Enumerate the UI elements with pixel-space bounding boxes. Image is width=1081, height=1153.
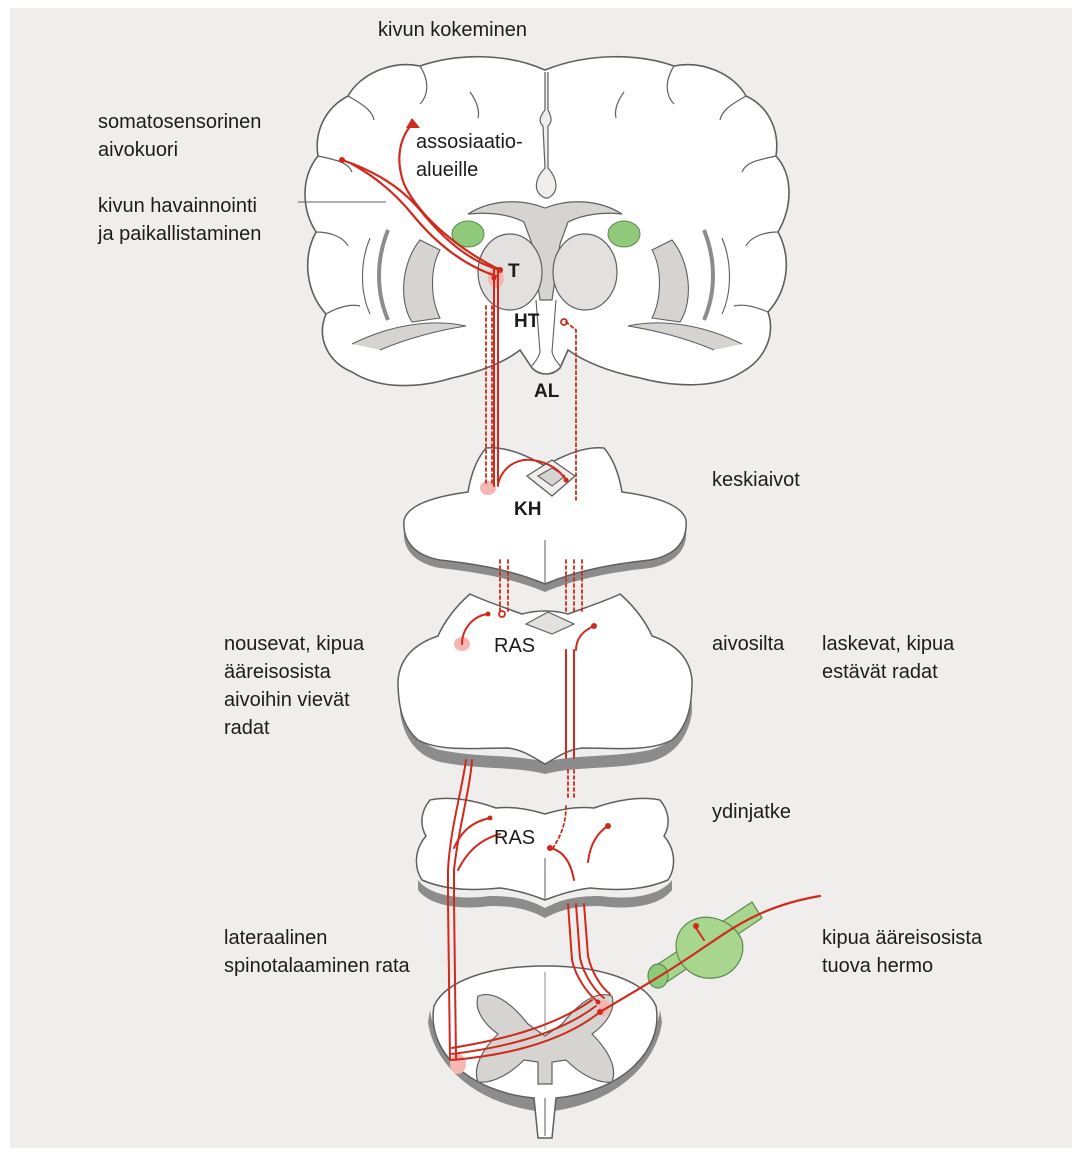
midbrain-section bbox=[404, 448, 686, 592]
label-descending-tracts: laskevat, kipua estävät radat bbox=[822, 630, 954, 686]
label-somatosensory-cortex: somatosensorinen aivokuori bbox=[98, 108, 261, 164]
peripheral-nerve bbox=[648, 902, 762, 988]
pons-section bbox=[398, 594, 692, 774]
label-al: AL bbox=[534, 378, 559, 406]
label-thalamus: T bbox=[508, 258, 520, 286]
label-midbrain: keskiaivot bbox=[712, 466, 800, 494]
label-pons: aivosilta bbox=[712, 630, 784, 658]
label-ras-pons: RAS bbox=[494, 632, 535, 660]
label-association-areas: assosiaatio- alueille bbox=[416, 128, 523, 184]
label-peripheral-nerve: kipua ääreisosista tuova hermo bbox=[822, 924, 982, 980]
thalamus-right bbox=[553, 234, 617, 310]
label-pain-perception: kivun havainnointi ja paikallistaminen bbox=[98, 192, 261, 248]
label-ras-medulla: RAS bbox=[494, 824, 535, 852]
label-ascending-tracts: nousevat, kipua ääreisosista aivoihin vi… bbox=[224, 630, 364, 742]
label-medulla: ydinjatke bbox=[712, 798, 791, 826]
caudate-right-highlight bbox=[608, 221, 640, 247]
brain-section bbox=[298, 57, 789, 386]
label-hypothalamus: HT bbox=[514, 308, 539, 336]
glow-cord bbox=[450, 1054, 466, 1074]
label-lateral-tract: lateraalinen spinotalaaminen rata bbox=[224, 924, 410, 980]
label-pain-experience: kivun kokeminen bbox=[378, 16, 527, 44]
label-kh: KH bbox=[514, 496, 541, 524]
